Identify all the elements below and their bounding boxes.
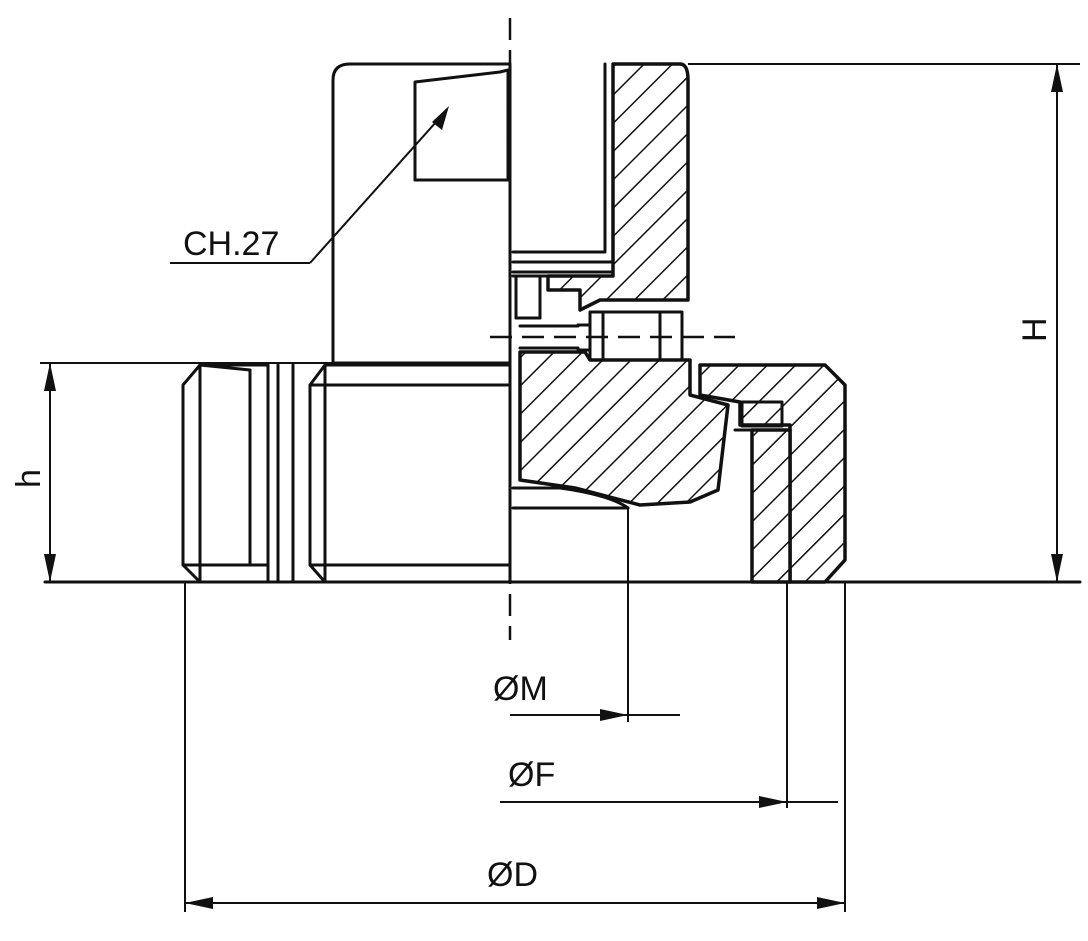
hex-body-outline xyxy=(331,62,512,365)
height-total-label: H xyxy=(1016,317,1054,342)
lower-bore-profile xyxy=(511,486,630,510)
dimension-m xyxy=(510,508,680,722)
wrench-flat-face xyxy=(413,68,510,182)
dimension-h-base xyxy=(44,363,56,582)
diameter-f-label: ØF xyxy=(508,756,555,794)
ring-groove xyxy=(733,400,792,432)
dimension-h-total xyxy=(1051,64,1063,582)
dimension-d xyxy=(184,582,846,912)
hatched-main-body xyxy=(518,350,730,507)
hatched-cap-upper xyxy=(546,62,690,312)
dimension-f xyxy=(500,582,838,808)
diameter-d-label: ØD xyxy=(487,856,538,894)
cap-bore-lines xyxy=(511,62,615,320)
lower-thread-body xyxy=(181,363,512,584)
wrench-leader xyxy=(170,106,449,264)
hatched-ring-lower xyxy=(750,428,792,584)
diameter-m-label: ØM xyxy=(493,670,548,708)
wrench-size-label: CH.27 xyxy=(183,225,279,263)
height-base-label: h xyxy=(10,469,48,488)
